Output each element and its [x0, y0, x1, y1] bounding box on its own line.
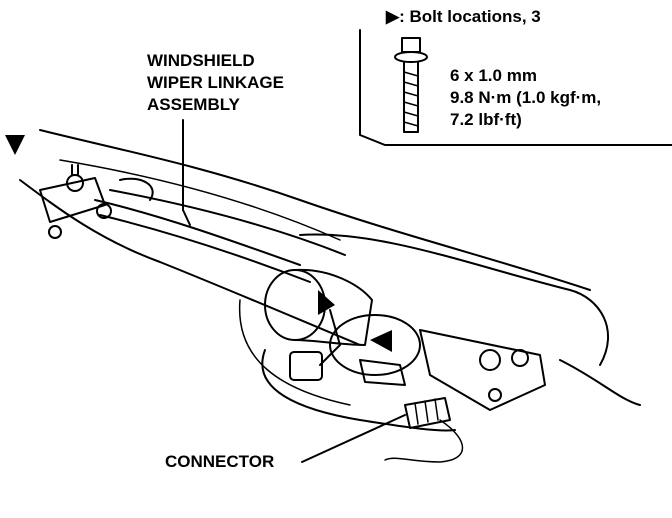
- assembly-label-line3: ASSEMBLY: [147, 95, 240, 114]
- linkage-rod-3: [109, 189, 346, 256]
- bolt-location-marker-3: [370, 330, 392, 352]
- right-pivot: [419, 329, 546, 411]
- bolt-torque-line2: 7.2 lbf·ft): [450, 110, 522, 129]
- harness-loop: [384, 419, 464, 463]
- cowl-outline-upper: [39, 129, 591, 291]
- bolt-torque-line1: 9.8 N·m (1.0 kgf·m,: [450, 88, 602, 107]
- linkage-rod-1: [94, 199, 301, 266]
- left-pivot: [39, 164, 112, 239]
- callout-box: [359, 29, 672, 146]
- connector-label: CONNECTOR: [165, 452, 275, 471]
- harness-wire: [261, 349, 456, 432]
- harness-wire-2: [238, 299, 351, 406]
- linkage-arm: [119, 177, 154, 201]
- wiper-motor: [264, 268, 421, 386]
- assembly-leader-line-2: [182, 209, 191, 226]
- connector-body: [404, 397, 451, 429]
- body-panel-edge: [559, 359, 641, 406]
- linkage-rod-2: [99, 214, 311, 283]
- assembly-label: WINDSHIELD WIPER LINKAGE ASSEMBLY: [147, 50, 284, 116]
- bolt-size: 6 x 1.0 mm: [450, 66, 537, 85]
- assembly-label-line2: WIPER LINKAGE: [147, 73, 284, 92]
- windshield-edge: [299, 233, 610, 366]
- bolt-locations-legend: ▶: Bolt locations, 3: [386, 7, 541, 26]
- bolt-location-marker-1: [5, 135, 25, 155]
- cowl-outline-lower: [19, 179, 361, 346]
- bolt-spec: 6 x 1.0 mm 9.8 N·m (1.0 kgf·m, 7.2 lbf·f…: [450, 65, 601, 131]
- hood-line: [59, 159, 341, 241]
- bolt-location-marker-2: [318, 290, 335, 315]
- bolt-icon: [394, 37, 428, 133]
- assembly-label-line1: WINDSHIELD: [147, 51, 255, 70]
- connector-leader-line: [301, 414, 406, 463]
